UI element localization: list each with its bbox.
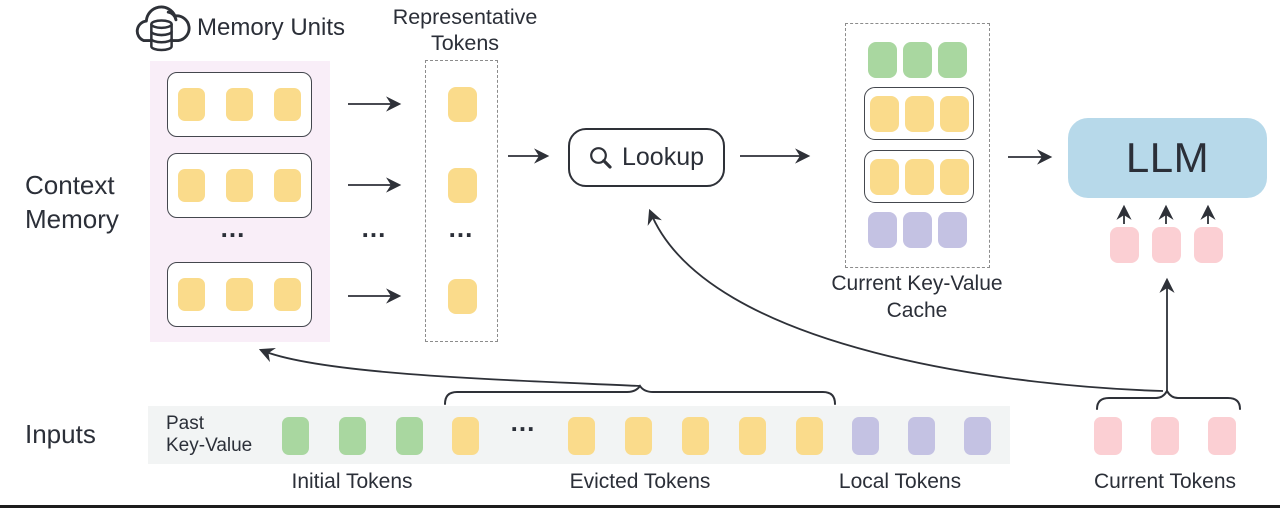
representative-tokens-label: Representative Tokens <box>392 5 538 55</box>
llm-node: LLM <box>1068 118 1267 198</box>
token-purple <box>964 417 991 455</box>
cache-memory-unit <box>864 150 974 203</box>
token-yellow <box>178 169 205 202</box>
lookup-label: Lookup <box>621 143 705 171</box>
token-yellow <box>939 95 969 132</box>
token-yellow <box>869 158 899 195</box>
token-yellow <box>226 88 253 121</box>
representative-tokens-box <box>425 60 498 342</box>
curve-evicted-to-context-memory <box>258 348 641 387</box>
evicted-tokens-group <box>568 417 823 455</box>
token-yellow <box>178 88 205 121</box>
local-tokens-label: Local Tokens <box>838 470 962 493</box>
token-yellow <box>452 417 479 455</box>
token-purple <box>868 212 897 248</box>
token-pink <box>1194 227 1223 263</box>
brace-evicted-tokens <box>444 384 836 405</box>
token-pink <box>1094 417 1122 455</box>
token-yellow <box>274 278 301 311</box>
token-green <box>903 42 932 78</box>
cache-initial-tokens <box>845 42 990 78</box>
past-key-value-label: Past Key-Value <box>166 413 253 456</box>
token-yellow <box>625 417 652 455</box>
inputs-label: Inputs <box>25 419 96 449</box>
representative-token <box>448 168 477 203</box>
token-yellow <box>682 417 709 455</box>
context-memory-label: Context Memory <box>25 170 119 234</box>
token-pink <box>1110 227 1139 263</box>
token-yellow <box>226 278 253 311</box>
cloud-database-icon <box>135 5 191 52</box>
token-green <box>339 417 366 455</box>
current-tokens-group <box>1094 417 1236 455</box>
token-yellow <box>448 168 477 203</box>
token-yellow <box>448 279 477 314</box>
memory-units-label: Memory Units <box>197 14 346 41</box>
representative-token <box>448 279 477 314</box>
token-purple <box>852 417 879 455</box>
cache-memory-unit <box>864 87 974 140</box>
evicted-tokens-group <box>452 417 479 455</box>
representative-token <box>448 87 477 122</box>
cache-local-tokens <box>845 212 990 248</box>
token-purple <box>903 212 932 248</box>
token-yellow <box>226 169 253 202</box>
token-yellow <box>869 95 899 132</box>
strip-ellipsis: ... <box>510 407 536 437</box>
llm-current-tokens <box>1110 227 1223 263</box>
token-purple <box>938 212 967 248</box>
llm-label: LLM <box>1125 134 1210 181</box>
brace-current-tokens <box>1096 388 1241 410</box>
token-green <box>282 417 309 455</box>
token-purple <box>908 417 935 455</box>
lookup-node: Lookup <box>568 128 725 187</box>
token-green <box>938 42 967 78</box>
bottom-rule <box>0 505 1280 508</box>
token-yellow <box>796 417 823 455</box>
initial-tokens-label: Initial Tokens <box>291 470 413 493</box>
evicted-tokens-label: Evicted Tokens <box>569 470 711 493</box>
token-yellow <box>274 169 301 202</box>
token-yellow <box>568 417 595 455</box>
token-yellow <box>178 278 205 311</box>
memory-unit-row <box>167 262 312 327</box>
token-yellow <box>904 95 934 132</box>
current-tokens-label: Current Tokens <box>1093 470 1237 493</box>
token-pink <box>1151 417 1179 455</box>
token-yellow <box>739 417 766 455</box>
magnifier-icon <box>590 146 612 169</box>
local-tokens-group <box>852 417 991 455</box>
token-yellow <box>274 88 301 121</box>
representative-ellipsis: ... <box>448 213 474 243</box>
token-yellow <box>448 87 477 122</box>
token-green <box>868 42 897 78</box>
memory-ellipsis: ... <box>220 213 246 243</box>
memory-unit-row <box>167 153 312 218</box>
between-columns-ellipsis: ... <box>361 213 387 243</box>
token-yellow <box>904 158 934 195</box>
token-pink <box>1208 417 1236 455</box>
current-kv-cache-label: Current Key-Value Cache <box>831 272 1003 322</box>
memory-unit-row <box>167 72 312 137</box>
token-yellow <box>939 158 969 195</box>
token-pink <box>1152 227 1181 263</box>
initial-tokens-group <box>282 417 423 455</box>
token-green <box>396 417 423 455</box>
